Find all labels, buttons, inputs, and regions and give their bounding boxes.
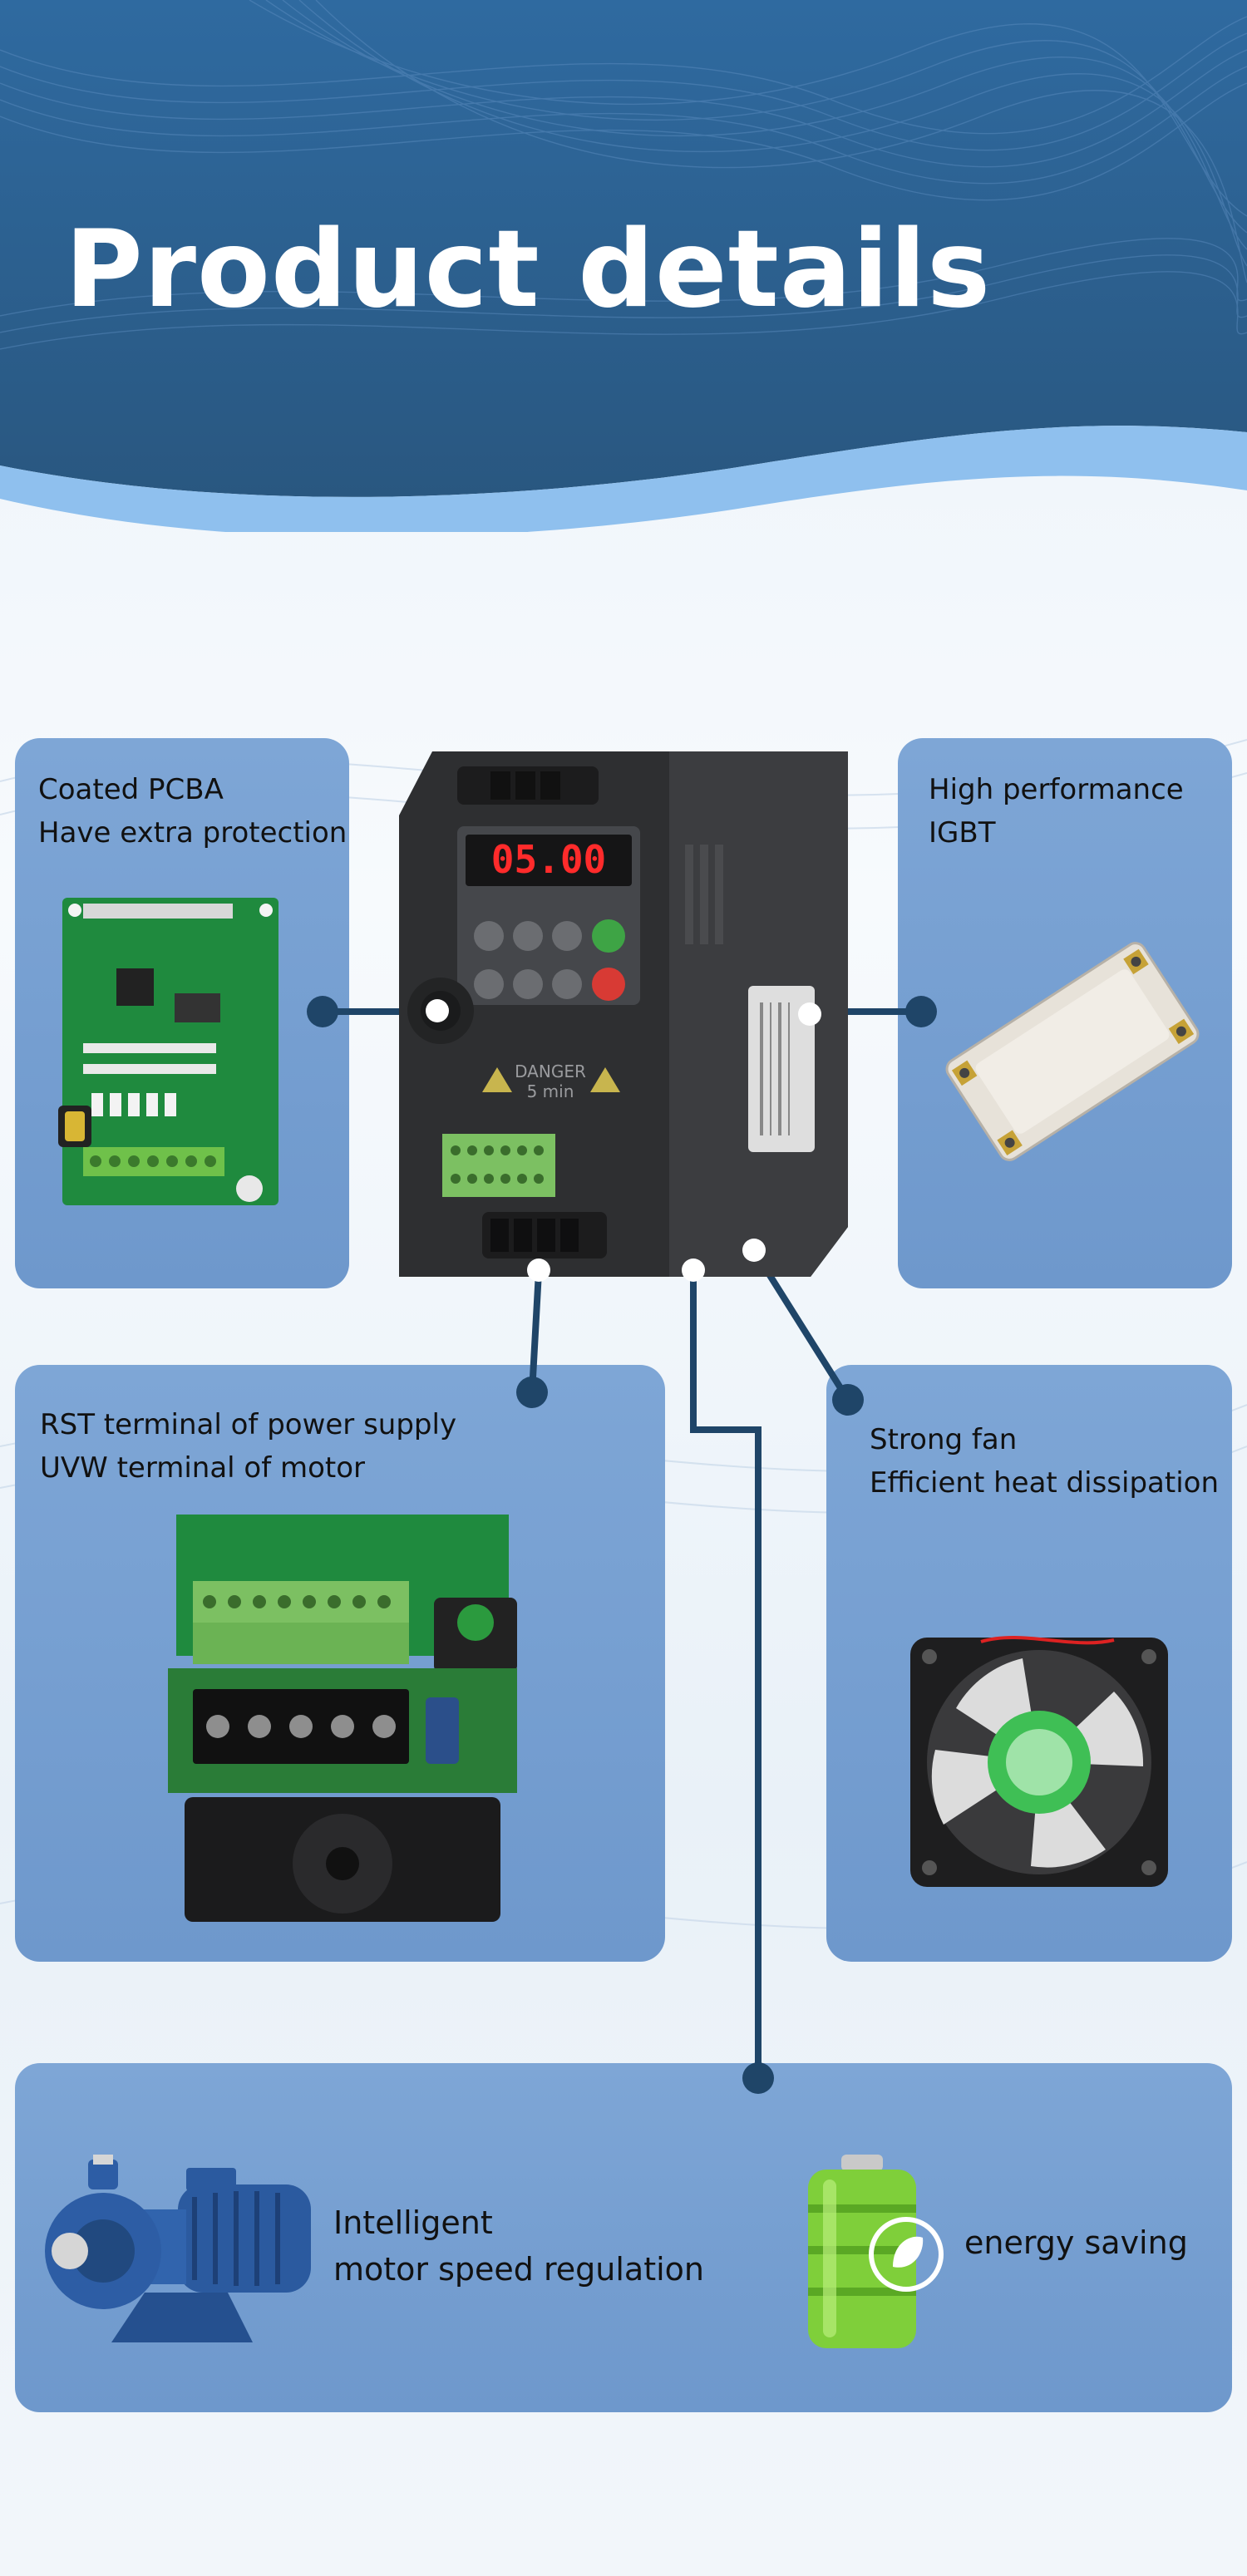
terminal-caption-line2: UVW terminal of motor <box>40 1451 366 1485</box>
pcba-board-image <box>58 894 283 1209</box>
igbt-caption-line2: IGBT <box>929 816 996 850</box>
igbt-caption: High performance IGBT <box>929 768 1184 855</box>
energy-caption: energy saving <box>964 2221 1188 2264</box>
inverter-warning-line1: DANGER <box>515 1061 586 1081</box>
motor-caption-line2: motor speed regulation <box>333 2251 704 2288</box>
pcba-caption-line1: Coated PCBA <box>38 773 224 806</box>
page-title: Product details <box>65 208 992 332</box>
energy-battery-image <box>800 2155 949 2354</box>
igbt-caption-line1: High performance <box>929 773 1184 806</box>
header-banner <box>0 0 1247 532</box>
fan-caption: Strong fan Efficient heat dissipation <box>870 1418 1219 1505</box>
fan-caption-line2: Efficient heat dissipation <box>870 1466 1219 1500</box>
inverter-image: 05.00 DANGER 5 min <box>391 736 856 1285</box>
motor-pump-image <box>37 2151 328 2359</box>
energy-caption-label: energy saving <box>964 2224 1188 2261</box>
cooling-fan-image <box>906 1633 1172 1891</box>
motor-caption-line1: Intelligent <box>333 2204 493 2241</box>
inverter-warning-line2: 5 min <box>527 1081 574 1101</box>
pcba-caption: Coated PCBA Have extra protection <box>38 768 347 855</box>
connector-lines <box>307 996 937 2094</box>
igbt-module-image <box>923 902 1222 1201</box>
terminal-board-image <box>151 1515 550 1930</box>
inverter-display: 05.00 <box>491 837 606 882</box>
terminal-caption-line1: RST terminal of power supply <box>40 1408 457 1441</box>
terminal-caption: RST terminal of power supply UVW termina… <box>40 1403 456 1490</box>
pcba-caption-line2: Have extra protection <box>38 816 347 850</box>
motor-caption: Intelligent motor speed regulation <box>333 2199 704 2293</box>
fan-caption-line1: Strong fan <box>870 1423 1018 1456</box>
